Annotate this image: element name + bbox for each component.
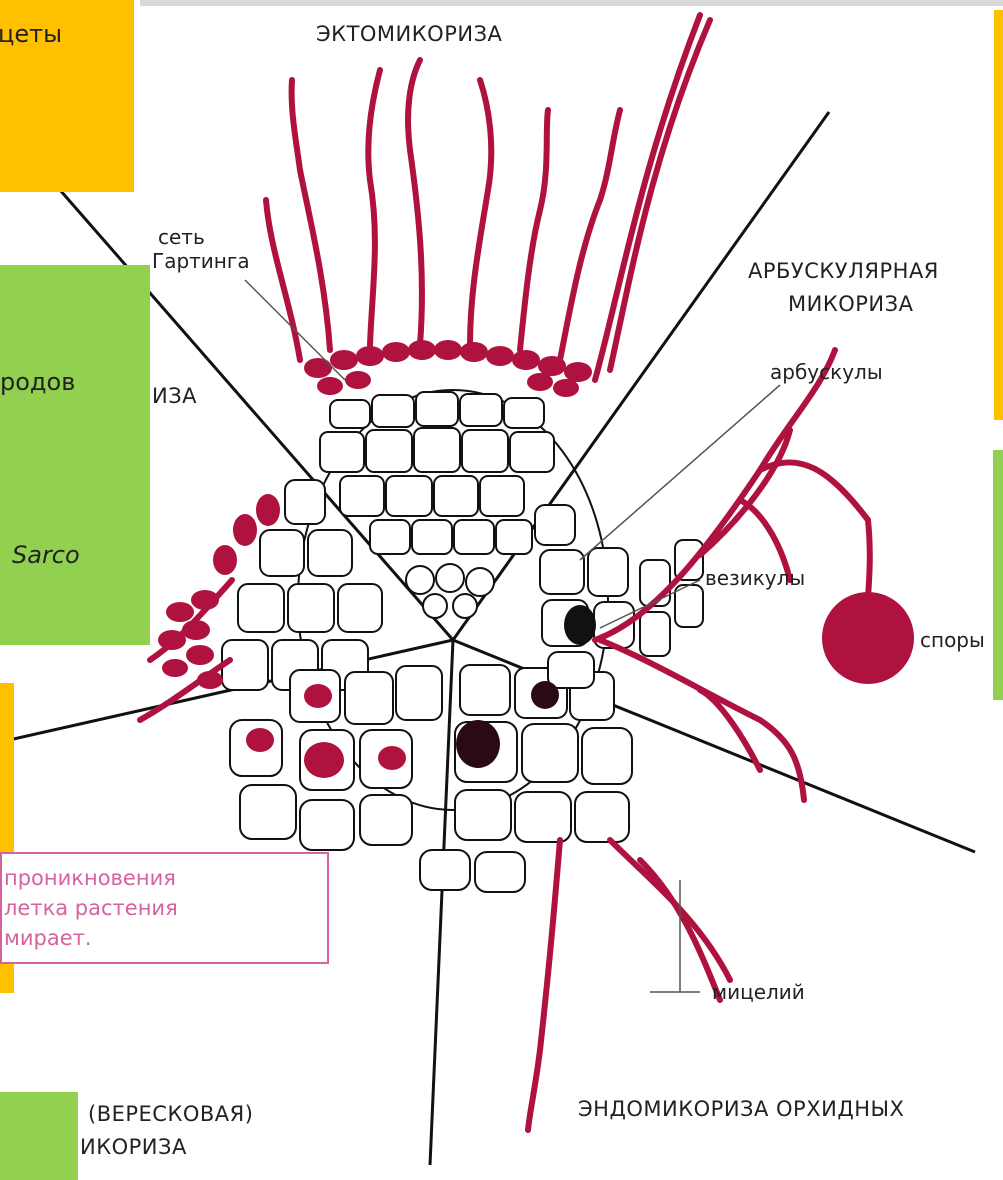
root-cells bbox=[222, 390, 703, 892]
green-edge-bar bbox=[993, 450, 1003, 700]
pink-note-line3: мирает. bbox=[4, 923, 92, 953]
spores-label: споры bbox=[920, 628, 985, 652]
top-strip bbox=[140, 0, 1003, 6]
vesicles-label: везикулы bbox=[705, 566, 805, 590]
pink-note-line2: летка растения bbox=[4, 893, 178, 923]
arbuscule-pointer bbox=[580, 385, 780, 560]
arbuscules-label: арбускулы bbox=[770, 360, 883, 384]
left-partial-label: ИЗА bbox=[152, 384, 197, 408]
bottom-green-box bbox=[0, 1092, 78, 1180]
yellow-edge-bar bbox=[994, 10, 1003, 420]
top-left-yellow-box: цеты bbox=[0, 0, 134, 192]
ericoid-label-2: ИКОРИЗА bbox=[80, 1135, 187, 1159]
green-box-line2: Sarco bbox=[12, 541, 80, 569]
ectomycorrhiza-label: ЭКТОМИКОРИЗА bbox=[316, 22, 502, 46]
hartig-net-label-2: Гартинга bbox=[152, 249, 250, 273]
ericoid-label-1: (ВЕРЕСКОВАЯ) bbox=[88, 1102, 253, 1126]
arbuscular-label-1: АРБУСКУЛЯРНАЯ bbox=[748, 259, 939, 283]
green-box-line1: родов bbox=[0, 368, 75, 396]
hartig-net-label-1: сеть bbox=[158, 225, 205, 249]
left-green-box: родов Sarco bbox=[0, 265, 150, 645]
mycelium-label: мицелий bbox=[712, 980, 805, 1004]
orchid-label: ЭНДОМИКОРИЗА ОРХИДНЫХ bbox=[578, 1097, 904, 1121]
arbuscular-label-2: МИКОРИЗА bbox=[788, 292, 913, 316]
pink-note-line1: проникновения bbox=[4, 863, 176, 893]
pink-note-box: проникновения летка растения мирает. bbox=[0, 852, 329, 964]
top-left-box-text: цеты bbox=[0, 20, 62, 48]
